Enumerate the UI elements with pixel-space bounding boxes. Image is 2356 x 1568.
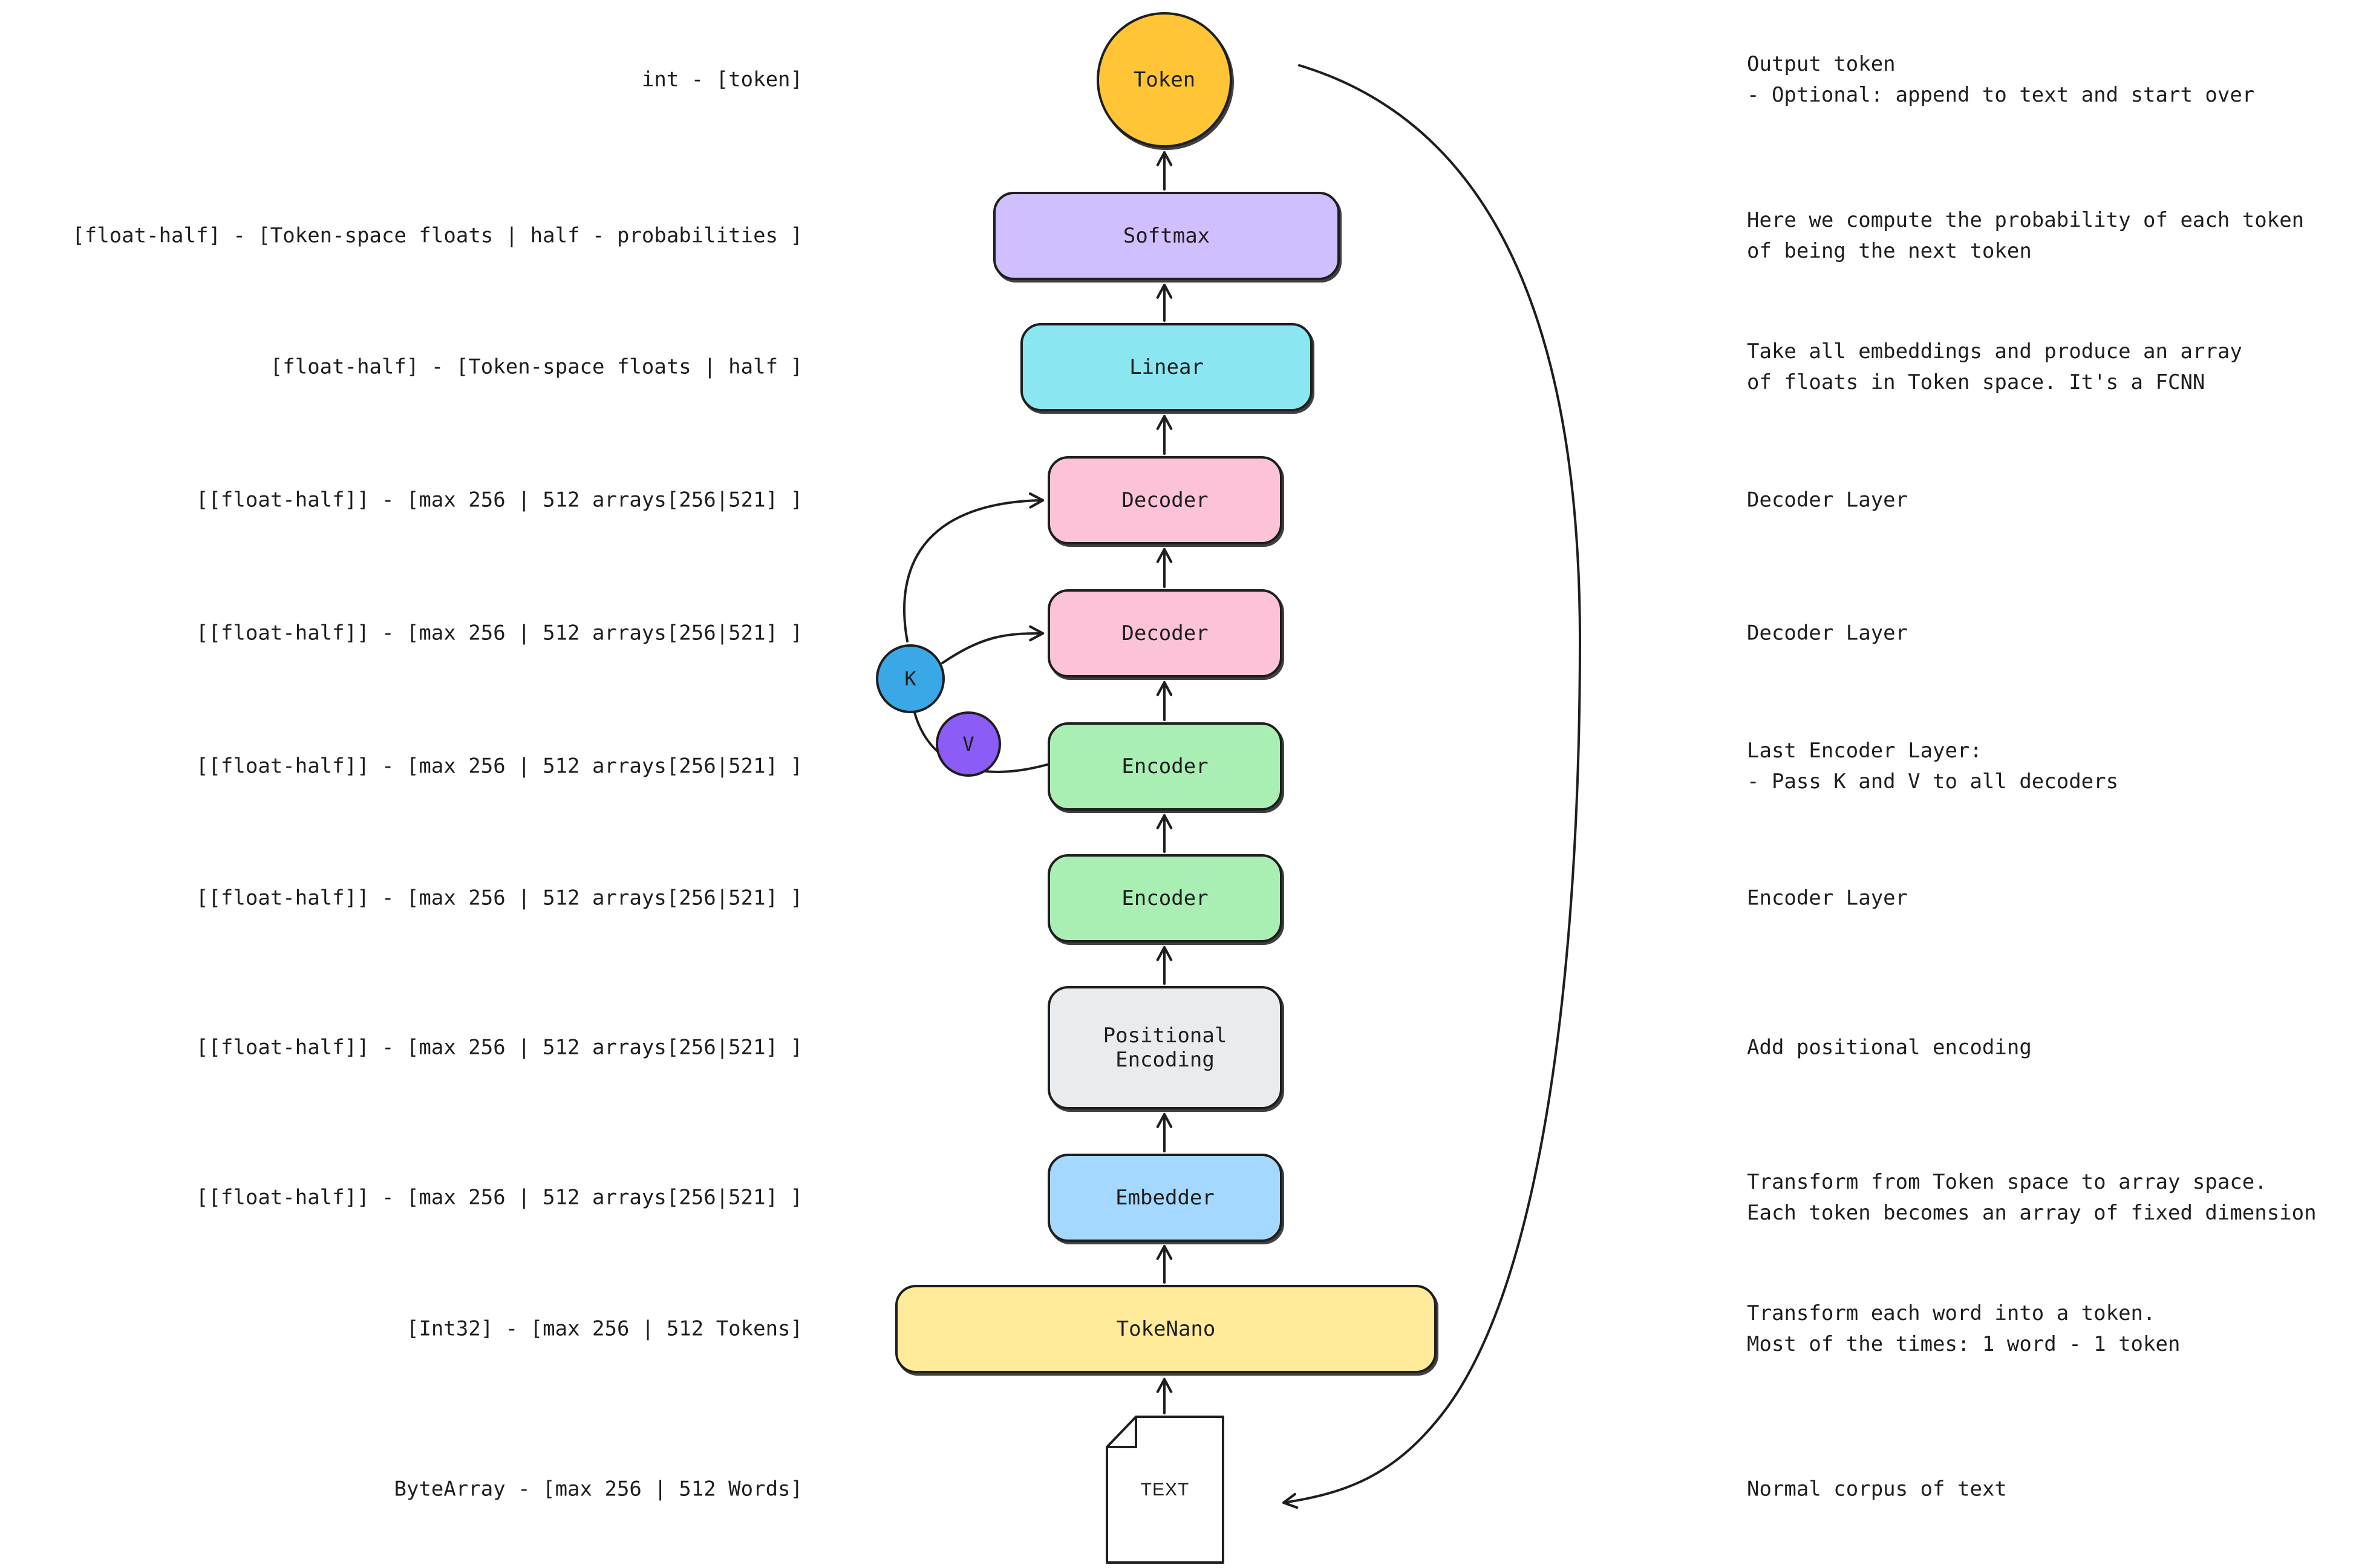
node-softmax: Softmax bbox=[993, 192, 1340, 280]
description-label-token: Output token - Optional: append to text … bbox=[1747, 52, 2255, 107]
io-type-label-tokenano: [Int32] - [max 256 | 512 Tokens] bbox=[406, 1316, 803, 1341]
document-fold bbox=[1106, 1416, 1137, 1448]
io-type-label-text: ByteArray - [max 256 | 512 Words] bbox=[394, 1477, 803, 1501]
description-label-encoder-top: Last Encoder Layer: - Pass K and V to al… bbox=[1747, 739, 2119, 794]
description-label-text: Normal corpus of text bbox=[1747, 1477, 2007, 1501]
description-label-positional: Add positional encoding bbox=[1747, 1035, 2032, 1060]
io-type-label-positional: [[float-half]] - [max 256 | 512 arrays[2… bbox=[195, 1035, 803, 1060]
node-positional-encoding: Positional Encoding bbox=[1048, 986, 1282, 1109]
loop-arrow-token-to-text bbox=[1282, 64, 1581, 1509]
node-tokenano: TokeNano bbox=[895, 1285, 1437, 1373]
io-type-label-encoder-bottom: [[float-half]] - [max 256 | 512 arrays[2… bbox=[195, 886, 803, 910]
description-label-linear: Take all embeddings and produce an array… bbox=[1747, 339, 2242, 394]
io-type-label-decoder-bottom: [[float-half]] - [max 256 | 512 arrays[2… bbox=[195, 621, 803, 645]
io-type-label-linear: [float-half] - [Token-space floats | hal… bbox=[270, 354, 803, 379]
description-label-softmax: Here we compute the probability of each … bbox=[1747, 208, 2305, 263]
io-type-label-softmax: [float-half] - [Token-space floats | hal… bbox=[72, 223, 803, 248]
io-type-label-decoder-top: [[float-half]] - [max 256 | 512 arrays[2… bbox=[195, 488, 803, 512]
v-badge: V bbox=[936, 711, 1001, 777]
node-linear: Linear bbox=[1020, 323, 1313, 411]
description-label-tokenano: Transform each word into a token. Most o… bbox=[1747, 1301, 2181, 1356]
document-shape bbox=[1106, 1416, 1224, 1564]
io-type-label-encoder-top: [[float-half]] - [max 256 | 512 arrays[2… bbox=[195, 754, 803, 779]
k-badge: K bbox=[876, 644, 945, 713]
description-label-decoder-top: Decoder Layer bbox=[1747, 488, 1908, 512]
node-embedder: Embedder bbox=[1048, 1154, 1282, 1242]
io-type-label-token: int - [token] bbox=[641, 67, 803, 92]
description-label-embedder: Transform from Token space to array spac… bbox=[1747, 1170, 2317, 1225]
text-document-label: TEXT bbox=[1140, 1479, 1190, 1500]
kv-arrow-k-to-decoder-bottom bbox=[941, 625, 1045, 664]
node-encoder-bottom: Encoder bbox=[1048, 854, 1282, 942]
node-encoder-top: Encoder bbox=[1048, 722, 1282, 811]
node-decoder-top: Decoder bbox=[1048, 456, 1282, 544]
kv-arrow-k-to-decoder-top bbox=[902, 492, 1045, 642]
node-decoder-bottom: Decoder bbox=[1048, 589, 1282, 678]
description-label-encoder-bottom: Encoder Layer bbox=[1747, 886, 1908, 910]
description-label-decoder-bottom: Decoder Layer bbox=[1747, 621, 1908, 645]
node-token: Token bbox=[1097, 12, 1232, 148]
io-type-label-embedder: [[float-half]] - [max 256 | 512 arrays[2… bbox=[195, 1185, 803, 1210]
